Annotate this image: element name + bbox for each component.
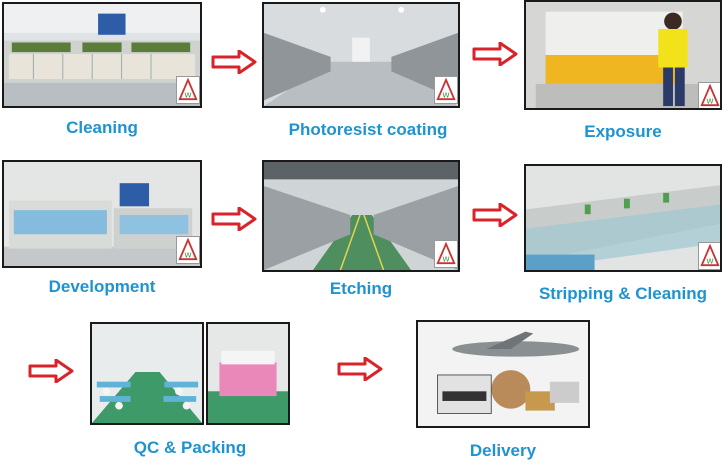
factory-logo-icon: W	[698, 242, 720, 270]
process-arrow-icon	[337, 357, 383, 381]
step-label-stripping-cleaning: Stripping & Cleaning	[538, 284, 708, 303]
factory-logo-icon: W	[176, 236, 200, 264]
step-label-qc-packing: QC & Packing	[133, 438, 247, 457]
svg-text:W: W	[442, 254, 449, 263]
svg-text:W: W	[442, 90, 449, 99]
svg-text:W: W	[706, 96, 713, 105]
delivery-photo	[416, 320, 590, 428]
step-label-delivery: Delivery	[469, 441, 537, 460]
step-label-cleaning: Cleaning	[66, 118, 138, 137]
process-arrow-icon	[472, 42, 518, 66]
step-label-photoresist-coating: Photoresist coating	[288, 120, 448, 139]
process-arrow-icon	[28, 359, 74, 383]
factory-logo-icon: W	[434, 76, 458, 104]
svg-text:W: W	[184, 250, 191, 259]
svg-text:W: W	[706, 256, 713, 265]
step-label-exposure: Exposure	[584, 122, 662, 141]
step-label-etching: Etching	[329, 279, 393, 298]
cleaning-photo: W	[2, 2, 202, 108]
factory-logo-icon: W	[176, 76, 200, 104]
photoresist-coating-photo: W	[262, 2, 460, 108]
process-arrow-icon	[472, 203, 518, 227]
development-photo: W	[2, 160, 202, 268]
qc-workshop-photo	[90, 322, 204, 425]
step-label-development: Development	[48, 277, 156, 296]
packing-photo	[206, 322, 290, 425]
svg-text:W: W	[184, 90, 191, 99]
process-arrow-icon	[211, 207, 257, 231]
factory-logo-icon: W	[698, 82, 720, 108]
process-arrow-icon	[211, 50, 257, 74]
factory-logo-icon: W	[434, 240, 458, 268]
etching-photo: W	[262, 160, 460, 272]
exposure-photo: W	[524, 0, 722, 110]
stripping-cleaning-photo: W	[524, 164, 722, 272]
